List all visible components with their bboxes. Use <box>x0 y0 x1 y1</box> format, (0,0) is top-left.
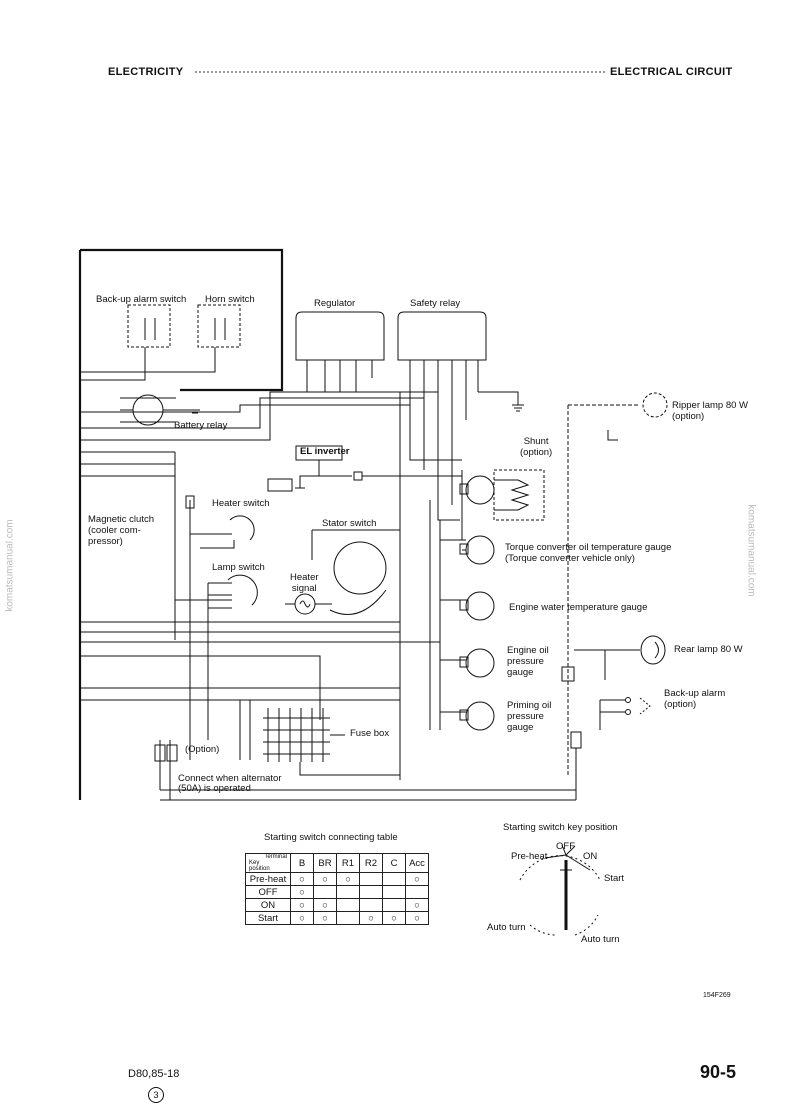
label-heater-signal: Heater signal <box>290 572 319 594</box>
label-backup-alarm: Back-up alarm (option) <box>664 688 726 710</box>
doc-code: 154F269 <box>703 992 731 999</box>
table-cell: ○ <box>359 911 383 925</box>
table-cell <box>359 885 383 899</box>
label-oil-gauge: Engine oil pressure gauge <box>507 645 549 678</box>
label-regulator: Regulator <box>314 298 356 309</box>
table-col-header: R1 <box>336 853 360 873</box>
label-priming-gauge: Priming oil pressure gauge <box>507 700 552 733</box>
table-cell: ○ <box>382 911 406 925</box>
table-col-header: C <box>382 853 406 873</box>
label-heater-switch: Heater switch <box>212 498 270 509</box>
table-cell: ○ <box>313 911 337 925</box>
table-cell <box>336 885 360 899</box>
key-auto-turn-right: Auto turn <box>581 934 620 945</box>
table-row: Start ○ ○ ○ ○ ○ <box>245 911 429 925</box>
starting-switch-table: Terminal Key position B BR R1 R2 C Acc P… <box>245 853 429 925</box>
table-col-header: BR <box>313 853 337 873</box>
label-rear-lamp: Rear lamp 80 W <box>674 644 743 655</box>
table-cell <box>336 898 360 912</box>
label-battery-relay: Battery relay <box>174 420 228 431</box>
table-row: OFF ○ <box>245 885 429 899</box>
label-option: (Option) <box>185 744 220 755</box>
table-cell: ○ <box>290 911 314 925</box>
label-magnetic-clutch: Magnetic clutch (cooler com- pressor) <box>88 514 155 547</box>
key-off-label: OFF <box>556 841 575 852</box>
label-safety-relay: Safety relay <box>410 298 461 309</box>
table-cell <box>405 885 429 899</box>
label-connect-note: Connect when alternator (50A) is operate… <box>178 773 282 794</box>
table-cell: ○ <box>290 898 314 912</box>
table-cell: ○ <box>290 872 314 886</box>
page-number: 90-5 <box>700 1062 737 1082</box>
label-stator-switch: Stator switch <box>322 518 377 529</box>
table-cell <box>313 885 337 899</box>
table-row: Pre-heat ○ ○ ○ ○ <box>245 872 429 886</box>
header-left: ELECTRICITY <box>108 66 184 78</box>
table-cell <box>336 911 360 925</box>
table-cell: ○ <box>405 911 429 925</box>
label-shunt: Shunt (option) <box>520 436 553 458</box>
revision-badge: 3 <box>148 1087 164 1103</box>
table-col-header: R2 <box>359 853 383 873</box>
label-el-inverter: EL inverter <box>300 446 350 457</box>
label-water-gauge: Engine water temperature gauge <box>509 602 648 613</box>
key-position-title: Starting switch key position <box>503 822 618 833</box>
label-ripper-lamp: Ripper lamp 80 W (option) <box>672 400 749 422</box>
table-cell: ○ <box>290 885 314 899</box>
table-cell <box>382 885 406 899</box>
table-row-label: OFF <box>245 885 291 899</box>
header-right: ELECTRICAL CIRCUIT <box>610 66 733 78</box>
header-rule <box>195 71 605 73</box>
table-cell: ○ <box>336 872 360 886</box>
table-row-label: ON <box>245 898 291 912</box>
table-col-header: Acc <box>405 853 429 873</box>
key-preheat-label: Pre-heat <box>511 851 548 862</box>
table-row-label: Pre-heat <box>245 872 291 886</box>
table-row: ON ○ ○ ○ <box>245 898 429 912</box>
table-cell <box>382 872 406 886</box>
key-on-label: ON <box>583 851 598 862</box>
key-start-label: Start <box>604 873 625 884</box>
table-cell: ○ <box>405 872 429 886</box>
table-cell <box>359 872 383 886</box>
label-lamp-switch: Lamp switch <box>212 562 265 573</box>
table-cell <box>382 898 406 912</box>
table-corner-cell: Terminal Key position <box>245 853 291 873</box>
label-fuse-box: Fuse box <box>350 728 390 739</box>
starting-table-title: Starting switch connecting table <box>264 832 398 843</box>
key-auto-turn-left: Auto turn <box>487 922 526 933</box>
table-col-header: B <box>290 853 314 873</box>
table-header-row: Terminal Key position B BR R1 R2 C Acc <box>245 853 429 873</box>
label-horn-switch: Horn switch <box>205 294 255 305</box>
table-cell <box>359 898 383 912</box>
table-row-label: Start <box>245 911 291 925</box>
table-cell: ○ <box>405 898 429 912</box>
table-cell: ○ <box>313 872 337 886</box>
footer-model: D80,85-18 <box>128 1068 180 1080</box>
table-cell: ○ <box>313 898 337 912</box>
label-torque-gauge: Torque converter oil temperature gauge (… <box>505 542 672 564</box>
label-backup-alarm-switch: Back-up alarm switch <box>96 294 187 305</box>
